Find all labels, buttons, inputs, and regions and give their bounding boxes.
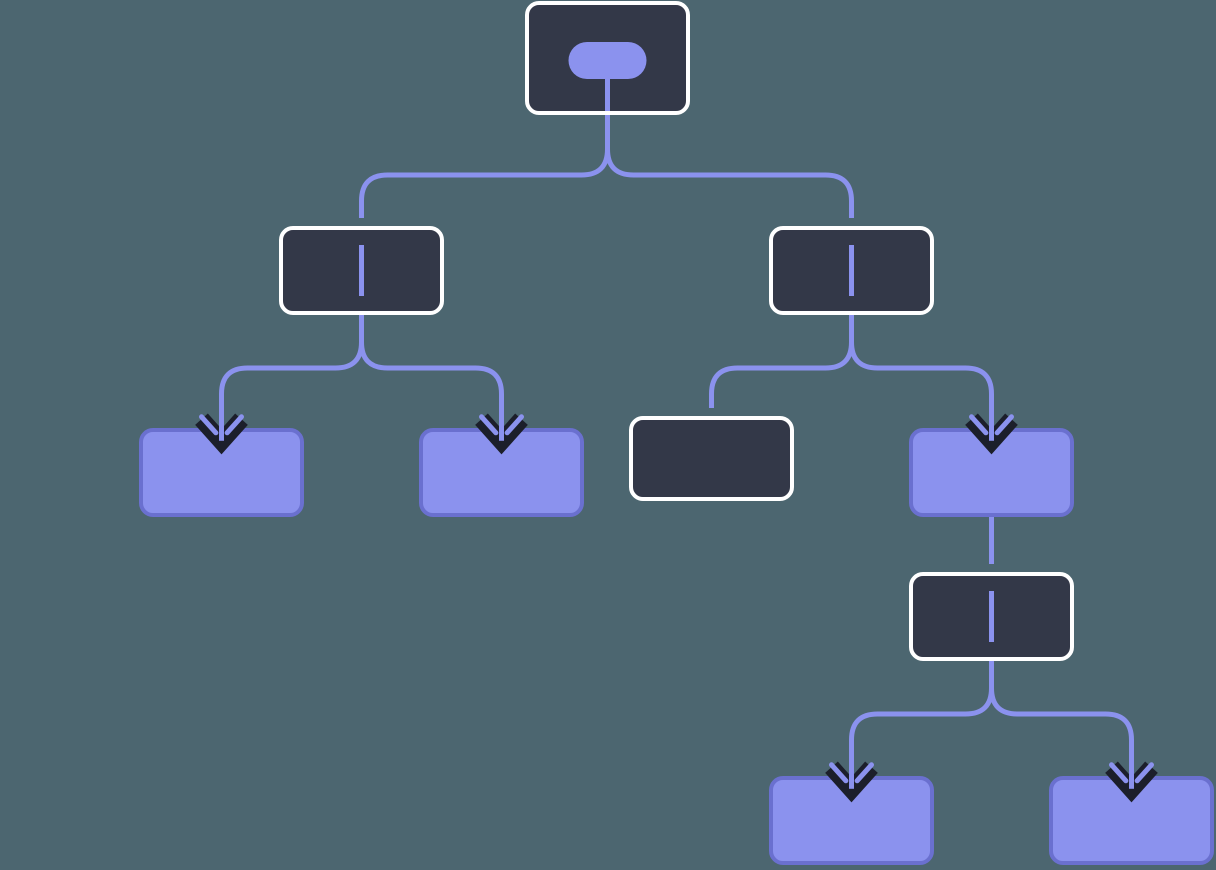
arrow-wing-left: [1109, 762, 1129, 784]
arrow-wing-left: [199, 414, 219, 436]
arrow-wing-left: [969, 414, 989, 436]
node-layer: [139, 1, 1214, 865]
edge-n1-to-n3: [219, 299, 364, 448]
node-n7[interactable]: [909, 572, 1074, 661]
edge-n7-to-n8: [849, 645, 994, 796]
edge-n0-to-n2: [605, 99, 854, 218]
arrow-wing-right: [854, 762, 874, 784]
edge-n2-to-n5: [709, 299, 854, 408]
arrow-wing-left: [479, 414, 499, 436]
node-pill-marker: [568, 42, 647, 79]
edge-layer: [219, 99, 1134, 796]
edge-n2-to-n6: [849, 299, 994, 448]
edge-n7-to-n9: [989, 645, 1134, 796]
node-n0[interactable]: [525, 1, 690, 115]
edge-n1-to-n4: [359, 299, 504, 448]
edge-n0-to-n1: [359, 99, 610, 218]
arrow-wing-right: [1134, 762, 1154, 784]
node-n5[interactable]: [629, 416, 794, 501]
node-n2[interactable]: [769, 226, 934, 315]
node-n1[interactable]: [279, 226, 444, 315]
arrow-wing-right: [224, 414, 244, 436]
arrowhead-layer: [195, 410, 1158, 803]
arrow-wing-right: [994, 414, 1014, 436]
arrow-wing-right: [504, 414, 524, 436]
node-box[interactable]: [629, 416, 794, 501]
arrow-wing-left: [829, 762, 849, 784]
